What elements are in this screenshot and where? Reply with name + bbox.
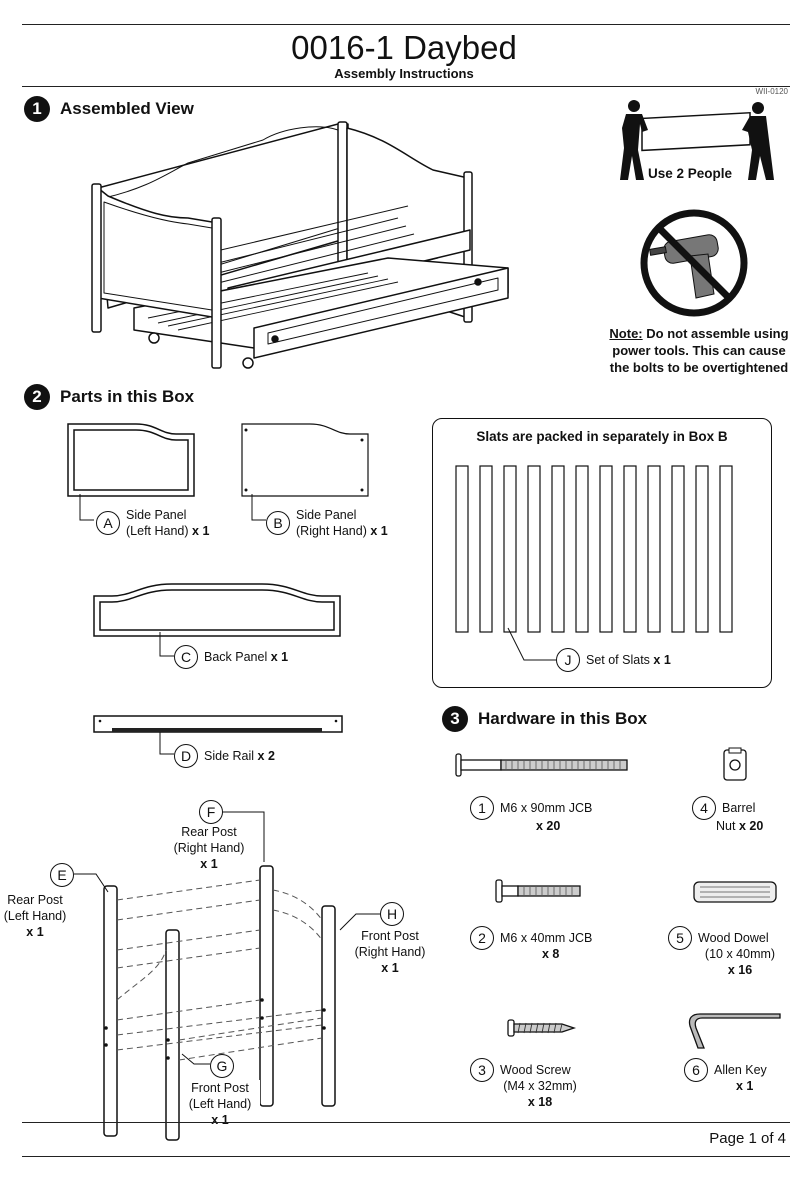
part-e-letter: E xyxy=(50,863,74,887)
part-h-label: Front Post(Right Hand)x 1 xyxy=(354,929,426,975)
step-number: 3 xyxy=(442,706,468,732)
hw-2-label: M6 x 40mm JCB xyxy=(500,931,593,945)
step-number: 2 xyxy=(24,384,50,410)
part-d-letter: D xyxy=(174,744,198,768)
hw-1-number: 1 xyxy=(470,796,494,820)
hw-5-label: Wood Dowel xyxy=(698,931,769,945)
wood-screw-icon xyxy=(507,1019,577,1037)
part-b-leader xyxy=(251,494,266,521)
two-people-label: Use 2 People xyxy=(648,166,733,181)
part-c-letter: C xyxy=(174,645,198,669)
part-e-callout: E xyxy=(50,863,74,887)
part-j-leader xyxy=(507,627,558,661)
section-parts-heading: 2 Parts in this Box xyxy=(24,384,194,410)
hw-5-number: 5 xyxy=(668,926,692,950)
hw-4-label: Barrel xyxy=(722,801,756,815)
hw-1-label: M6 x 90mm JCB xyxy=(500,801,593,815)
slats-drawing xyxy=(455,465,733,633)
two-people-icon xyxy=(620,100,774,180)
part-c-callout: C Back Panel x 1 xyxy=(174,645,288,669)
part-f-leader xyxy=(222,811,265,862)
part-b-drawing xyxy=(241,423,369,497)
footer-rule-top xyxy=(22,1122,790,1123)
page-subtitle: Assembly Instructions xyxy=(334,66,474,81)
header-rule xyxy=(22,86,790,87)
part-c-leader xyxy=(159,632,174,657)
hw-1-qty: x 20 xyxy=(536,819,561,833)
part-d-leader xyxy=(159,732,174,755)
hw-5-label-2: (10 x 40mm)x 16 xyxy=(704,947,776,977)
part-d-callout: D Side Rail x 2 xyxy=(174,744,275,768)
part-f-letter: F xyxy=(199,800,223,824)
footer-rule-bottom xyxy=(22,1156,790,1157)
hw-6-qty: x 1 xyxy=(736,1079,754,1093)
part-g-leader xyxy=(181,1053,210,1065)
part-b-label: Side Panel(Right Hand) x 1 xyxy=(296,508,388,538)
part-a-callout: A Side Panel(Left Hand) x 1 xyxy=(96,507,209,539)
hw-6-number: 6 xyxy=(684,1058,708,1082)
part-a-drawing xyxy=(67,423,195,497)
barrel-nut-icon xyxy=(723,747,747,781)
part-a-letter: A xyxy=(96,511,120,535)
part-f-label: Rear Post(Right Hand)x 1 xyxy=(173,825,245,871)
note-label: Note: xyxy=(609,326,643,341)
section-title: Parts in this Box xyxy=(60,387,195,406)
part-d-label: Side Rail x 2 xyxy=(204,749,275,763)
power-tools-note: Note: Do not assemble using power tools.… xyxy=(608,325,790,376)
part-b-callout: B Side Panel(Right Hand) x 1 xyxy=(266,507,388,539)
part-c-drawing xyxy=(93,583,341,637)
allen-key-icon xyxy=(688,1013,781,1049)
part-e-label: Rear Post(Left Hand)x 1 xyxy=(3,893,67,939)
hw-2-callout: 2 M6 x 40mm JCB xyxy=(470,926,592,950)
section-title: Assembled View xyxy=(60,99,194,118)
hw-5-callout: 5 Wood Dowel xyxy=(668,926,769,950)
part-h-callout: H xyxy=(380,902,404,926)
part-g-letter: G xyxy=(210,1054,234,1078)
hw-1-callout: 1 M6 x 90mm JCB xyxy=(470,796,592,820)
hw-4-label-2: Nut x 20 xyxy=(716,819,764,833)
hw-3-label: Wood Screw xyxy=(500,1063,571,1077)
posts-drawing xyxy=(103,865,336,1141)
part-j-letter: J xyxy=(556,648,580,672)
hw-4-callout: 4 Barrel xyxy=(692,796,755,820)
note-text: Do not assemble using power tools. This … xyxy=(609,326,789,375)
part-g-label: Front Post(Left Hand)x 1 xyxy=(180,1080,260,1128)
part-a-leader xyxy=(79,494,94,521)
wood-dowel-icon xyxy=(693,881,777,903)
step-number: 1 xyxy=(24,96,50,122)
part-f-callout: F xyxy=(199,800,223,824)
section-title: Hardware in this Box xyxy=(478,709,648,728)
bolt-90mm-icon xyxy=(455,753,628,777)
part-a-label: Side Panel(Left Hand) x 1 xyxy=(126,508,210,538)
section-hardware-heading: 3 Hardware in this Box xyxy=(442,706,647,732)
part-h-letter: H xyxy=(380,902,404,926)
part-h-leader xyxy=(339,913,380,931)
hw-3-callout: 3 Wood Screw xyxy=(470,1058,571,1082)
bolt-40mm-icon xyxy=(495,879,581,903)
hw-2-number: 2 xyxy=(470,926,494,950)
part-j-callout: J Set of Slats x 1 xyxy=(556,648,671,672)
hw-3-label-2: (M4 x 32mm)x 18 xyxy=(503,1079,577,1109)
section-assembled-heading: 1 Assembled View xyxy=(24,96,194,122)
assembled-daybed-illustration xyxy=(91,121,509,369)
part-d-drawing xyxy=(93,715,343,733)
top-rule xyxy=(22,24,790,25)
part-c-label: Back Panel x 1 xyxy=(204,650,289,664)
slats-box: Slats are packed in separately in Box B xyxy=(432,418,772,688)
part-b-letter: B xyxy=(266,511,290,535)
hw-6-label: Allen Key xyxy=(714,1063,767,1077)
hw-4-number: 4 xyxy=(692,796,716,820)
part-g-callout: G xyxy=(210,1054,234,1078)
page-title: 0016-1 Daybed xyxy=(291,29,517,66)
no-power-tools-icon xyxy=(640,209,748,317)
hw-3-number: 3 xyxy=(470,1058,494,1082)
part-e-leader xyxy=(74,873,109,893)
hw-6-callout: 6 Allen Key xyxy=(684,1058,767,1082)
page-number: Page 1 of 4 xyxy=(709,1130,786,1147)
slats-note: Slats are packed in separately in Box B xyxy=(476,429,728,444)
hw-2-qty: x 8 xyxy=(542,947,560,961)
part-j-label: Set of Slats x 1 xyxy=(586,653,671,667)
doc-id: WII-0120 xyxy=(755,87,788,96)
